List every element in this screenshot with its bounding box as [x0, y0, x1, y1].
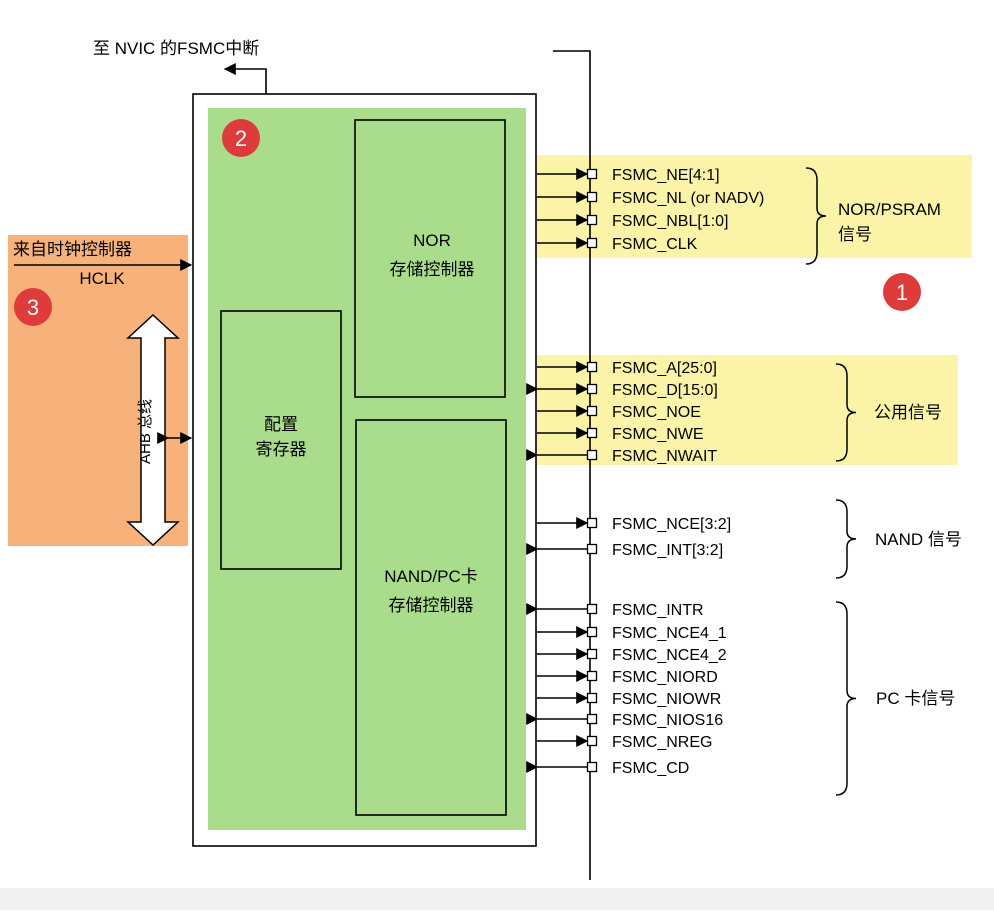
signal-pin: [586, 361, 598, 373]
signal-label: FSMC_CD: [612, 760, 689, 777]
nor-psram-group-label-2: 信号: [838, 225, 872, 244]
nand-block-label-2: 存储控制器: [389, 596, 474, 615]
signal-lines: FSMC_NE[4:1] FSMC_NL (or NADV) FSMC_NBL[1:…: [526, 167, 764, 777]
badge-3-text: 3: [27, 295, 39, 320]
signal-label: FSMC_NL (or NADV): [612, 190, 764, 207]
nor-psram-group-label-1: NOR/PSRAM: [838, 200, 941, 219]
signal-label: FSMC_NCE[3:2]: [612, 516, 731, 533]
signal-label: FSMC_NE[4:1]: [612, 167, 720, 184]
config-block-label-2: 寄存器: [256, 440, 307, 459]
signal-pin: [586, 735, 598, 747]
ahb-bus-arrow: [126, 313, 180, 547]
signal-label: FSMC_NCE4_1: [612, 625, 727, 642]
signal-label: FSMC_NWAIT: [612, 448, 717, 465]
badge-3: [14, 288, 52, 326]
signal-label: FSMC_NBL[1:0]: [612, 213, 728, 230]
nor-controller-block: [354, 119, 506, 398]
signal-label: FSMC_A[25:0]: [612, 360, 717, 377]
pc-card-group-label: PC 卡信号: [876, 689, 955, 708]
signal-pin: [586, 670, 598, 682]
signal-pin: [586, 214, 598, 226]
signal-pin: [586, 405, 598, 417]
signal-label: FSMC_NREG: [612, 734, 712, 751]
signal-label: FSMC_INT[3:2]: [612, 542, 723, 559]
signal-pin: [586, 383, 598, 395]
badge-2: [222, 119, 260, 157]
nor-block-label-1: NOR: [413, 231, 451, 250]
signal-pin: [586, 603, 598, 615]
signal-label: FSMC_CLK: [612, 236, 698, 253]
signal-pin: [586, 517, 598, 529]
bottom-strip: [0, 888, 994, 910]
group-brace: [805, 167, 827, 265]
signal-pin: [586, 761, 598, 773]
signal-label: FSMC_NOE: [612, 404, 701, 421]
badge-1-text: 1: [896, 280, 908, 305]
signal-pin: [586, 427, 598, 439]
config-register-block: [220, 310, 342, 570]
signal-label: FSMC_INTR: [612, 602, 704, 619]
signal-pin: [586, 626, 598, 638]
signal-pin: [586, 713, 598, 725]
signal-pin: [586, 449, 598, 461]
common-group-label: 公用信号: [874, 403, 942, 422]
hclk-label: HCLK: [79, 269, 125, 288]
config-block-label-1: 配置: [264, 415, 298, 434]
group-brace: [835, 363, 857, 462]
signal-pin: [586, 543, 598, 555]
pin-bus-line: [553, 50, 591, 880]
nvic-interrupt-arrow: [223, 63, 267, 94]
clock-source-label: 来自时钟控制器: [13, 240, 132, 259]
group-brace: [835, 499, 857, 579]
signal-pin: [586, 168, 598, 180]
ahb-bus-label: AHB 总线: [137, 399, 154, 464]
signal-label: FSMC_D[15:0]: [612, 382, 718, 399]
signal-label: FSMC_NCE4_2: [612, 647, 727, 664]
nor-block-label-2: 存储控制器: [390, 260, 475, 279]
nor-psram-highlight: [537, 155, 972, 258]
signal-pin: [586, 648, 598, 660]
signal-label: FSMC_NIOS16: [612, 712, 723, 729]
group-braces: [805, 167, 857, 796]
signal-label: FSMC_NIOWR: [612, 691, 721, 708]
signal-pin: [586, 692, 598, 704]
signal-label: FSMC_NWE: [612, 426, 704, 443]
nand-controller-block: [355, 419, 507, 816]
common-signals-highlight: [537, 355, 958, 465]
badge-1: [883, 273, 921, 311]
signal-pin: [586, 191, 598, 203]
nand-block-label-1: NAND/PC卡: [384, 567, 478, 586]
nand-group-label: NAND 信号: [875, 530, 962, 549]
fsmc-inner: [208, 108, 526, 830]
signal-label: FSMC_NIORD: [612, 669, 718, 686]
badge-2-text: 2: [235, 126, 247, 151]
nvic-interrupt-label: 至 NVIC 的FSMC中断: [93, 39, 259, 58]
group-brace: [835, 601, 857, 796]
signal-pin: [586, 237, 598, 249]
